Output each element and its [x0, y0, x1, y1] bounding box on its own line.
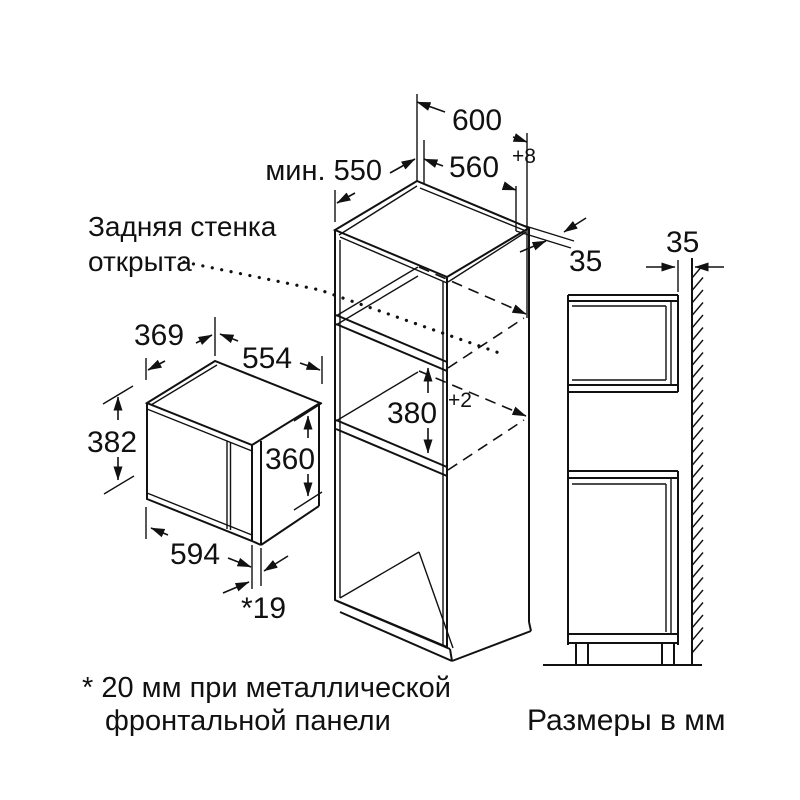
dim-appliance-depth: 369: [134, 319, 184, 352]
dim-appliance-height: 382: [87, 426, 137, 459]
side-view-drawing: [543, 258, 704, 666]
dim-niche-height-tolerance: +2: [448, 389, 472, 412]
dim-rear-gap-side: 35: [666, 226, 699, 259]
cabinet-interior-lines: [335, 266, 454, 649]
dimension-labels: 600 560 +8 мин. 550 35 35 380 +2 369 554…: [87, 104, 699, 625]
microwave-iso-drawing: [144, 359, 323, 546]
dim-niche-width: 560: [449, 151, 499, 184]
wall-hatch: [691, 264, 704, 654]
cabinet-plinth: [336, 600, 532, 662]
text-annotations: Задняя стенка открыта * 20 мм при металл…: [82, 211, 726, 737]
dim-cabinet-outer-width: 600: [452, 104, 502, 137]
dim-appliance-width-front: 594: [170, 538, 220, 571]
cabinet-iso-drawing: [182, 179, 532, 662]
dim-appliance-width-top: 554: [242, 342, 292, 375]
callout-back-wall-line1: Задняя стенка: [88, 211, 277, 242]
units-note: Размеры в мм: [527, 704, 726, 737]
iso-rear-gap-lines: [515, 223, 575, 249]
dim-niche-width-tolerance: +8: [512, 145, 536, 168]
dim-front-panel-offset: *19: [241, 592, 286, 625]
cabinet-shelves: [335, 314, 448, 477]
dim-niche-height: 380: [387, 397, 437, 430]
dim-rear-gap-iso: 35: [569, 245, 602, 278]
dim-min-depth: мин. 550: [265, 155, 382, 187]
callout-leader-dots: [182, 260, 507, 357]
microwave-door-handle: [226, 441, 232, 530]
side-view-feet: [575, 643, 675, 665]
open-back-projection-top: [418, 266, 527, 315]
open-back-projection-bottom: [418, 370, 527, 417]
footnote-line1: * 20 мм при металлической: [82, 672, 451, 704]
callout-back-wall-line2: открыта: [88, 246, 192, 277]
dimension-annotations: [102, 94, 724, 594]
dim-appliance-height-body: 360: [265, 443, 315, 476]
footnote-line2: фронтальной панели: [105, 705, 391, 737]
